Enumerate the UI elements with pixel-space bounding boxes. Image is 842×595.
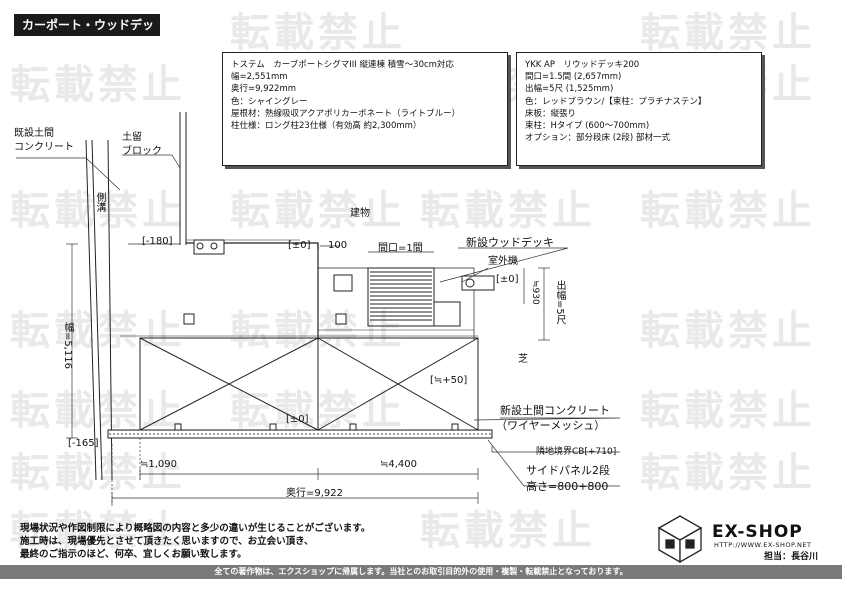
watermark-text: 転載禁止 bbox=[640, 308, 816, 354]
watermark-text: 転載禁止 bbox=[10, 388, 186, 434]
page-title: カーポート・ウッドデッキ bbox=[14, 14, 160, 54]
label-depth-9922: 奥行=9,922 bbox=[286, 488, 344, 499]
label-boundary-cb: 隣地境界CB[+710] bbox=[536, 447, 617, 457]
spec-deck-box: YKK AP リウッドデッキ200 間口=1.5間 (2,657mm) 出幅=5… bbox=[516, 52, 762, 166]
label-val-1090: ≒1,090 bbox=[140, 459, 178, 470]
watermark-text: 転載禁止 bbox=[230, 388, 406, 434]
label-side-panel: サイドパネル2段 bbox=[526, 464, 610, 477]
logo-name: EX-SHOP bbox=[712, 522, 803, 542]
spec-carport-line: 奥行=9,922mm bbox=[231, 84, 297, 95]
label-level-p50: [≒+50] bbox=[430, 375, 468, 386]
building-wall bbox=[186, 239, 319, 340]
outdoor-unit-box bbox=[461, 275, 495, 291]
label-level-0-deck: [±0] bbox=[496, 274, 519, 285]
label-level-0-bottom: [±0] bbox=[286, 414, 309, 425]
label-height: 高さ=800+800 bbox=[526, 480, 609, 493]
spec-carport-line: 色：シャイングレー bbox=[231, 96, 308, 107]
spec-deck-line: 出幅=5尺 (1,525mm) bbox=[525, 84, 614, 95]
label-new-concrete: 新設土間コンクリート bbox=[500, 404, 610, 417]
dimension-lines bbox=[66, 243, 550, 506]
watermark-text: 転載禁止 bbox=[420, 508, 596, 554]
watermark-text: 転載禁止 bbox=[230, 188, 406, 234]
fixtures bbox=[183, 239, 353, 325]
watermark-text: 転載禁止 bbox=[640, 188, 816, 234]
watermark-text: 転載禁止 bbox=[10, 188, 186, 234]
leader-lines bbox=[16, 154, 621, 487]
spec-deck-line: YKK AP リウッドデッキ200 bbox=[525, 60, 640, 70]
label-level-m180: [-180] bbox=[142, 236, 173, 247]
watermark-text: 転載禁止 bbox=[230, 10, 406, 56]
watermark-text: 転載禁止 bbox=[10, 62, 186, 108]
label-val-100: 100 bbox=[328, 240, 348, 251]
label-retaining-block-2: ブロック bbox=[122, 146, 162, 157]
label-existing-concrete-2: コンクリート bbox=[14, 142, 74, 153]
label-level-m165: [-165] bbox=[68, 438, 99, 449]
label-frontage: 間口=1間 bbox=[378, 243, 423, 254]
label-width-5116: 幅=5,116 bbox=[62, 322, 73, 370]
label-new-deck: 新設ウッドデッキ bbox=[466, 236, 554, 249]
label-wire-mesh: （ワイヤーメッシュ） bbox=[496, 419, 606, 432]
retaining-block-wall bbox=[179, 112, 187, 245]
watermark-text: 転載禁止 bbox=[420, 188, 596, 234]
spec-carport-line: 幅=2,551mm bbox=[231, 72, 288, 83]
label-turf: 芝 bbox=[518, 354, 528, 365]
logo-url: HTTP://WWW.EX-SHOP.NET bbox=[714, 541, 812, 549]
label-level-0-top: [±0] bbox=[288, 240, 311, 251]
carport-posts bbox=[174, 423, 459, 431]
spec-carport-line: トステム カーブポートシグマIII 縦連棟 積雪～30cm対応 bbox=[231, 60, 454, 70]
label-val-4400: ≒4,400 bbox=[380, 459, 418, 470]
carport-outline bbox=[120, 335, 479, 431]
label-building: 建物 bbox=[350, 208, 370, 219]
spec-deck-line: 色：レッドブラウン/【束柱：プラチナステン】 bbox=[525, 96, 707, 107]
note-line: 最終のご指示のほど、何卒、宜しくお願い致します。 bbox=[20, 549, 247, 560]
watermark-text: 転載禁止 bbox=[640, 450, 816, 496]
label-existing-concrete-1: 既設土間 bbox=[14, 128, 54, 139]
label-outdoor-unit: 室外機 bbox=[488, 256, 518, 267]
side-ditch-lines bbox=[85, 139, 113, 481]
label-val-930: ≒930 bbox=[530, 280, 540, 305]
watermark-text: 転載禁止 bbox=[10, 308, 186, 354]
watermark-text: 転載禁止 bbox=[640, 388, 816, 434]
logo-cube-icon bbox=[657, 515, 703, 564]
watermark-text: 転載禁止 bbox=[10, 508, 186, 554]
copyright-footer: 全ての著作物は、エクスショップに帰属します。当社とのお取引目的外の使用・複製・転… bbox=[0, 565, 842, 579]
wood-deck bbox=[318, 267, 475, 340]
label-side-ditch: 側溝 bbox=[94, 192, 105, 212]
note-line: 施工時は、現場優先とさせて頂きたく思いますので、お立会い頂き、 bbox=[20, 536, 314, 547]
label-retaining-block-1: 土留 bbox=[122, 132, 142, 143]
note-line: 現場状況や作図制限により概略図の内容と多少の違いが生じることがございます。 bbox=[20, 523, 371, 534]
spec-carport-line: 屋根材：熱線吸収アクアポリカーボネート（ライトブルー） bbox=[231, 108, 461, 119]
spec-deck-line: 束柱：Hタイプ (600～700mm) bbox=[525, 121, 650, 132]
watermark-text: 転載禁止 bbox=[640, 10, 816, 56]
spec-deck-line: 間口=1.5間 (2,657mm) bbox=[525, 72, 622, 83]
disclaimer-note: 現場状況や作図制限により概略図の内容と多少の違いが生じることがございます。 施工… bbox=[20, 522, 370, 561]
staff-label: 担当：長谷川 bbox=[764, 552, 819, 562]
spec-carport-box: トステム カーブポートシグマIII 縦連棟 積雪～30cm対応 幅=2,551m… bbox=[222, 52, 508, 166]
label-depth-5shaku: 出幅=5尺 bbox=[554, 280, 565, 325]
spec-deck-line: オプション：部分段床 (2段) 部材一式 bbox=[525, 133, 670, 144]
spec-carport-line: 柱仕様：ロング柱23仕様（有効高 約2,300mm） bbox=[231, 121, 422, 132]
spec-deck-line: 床板：縦張り bbox=[525, 108, 577, 119]
boundary-block bbox=[107, 429, 493, 439]
